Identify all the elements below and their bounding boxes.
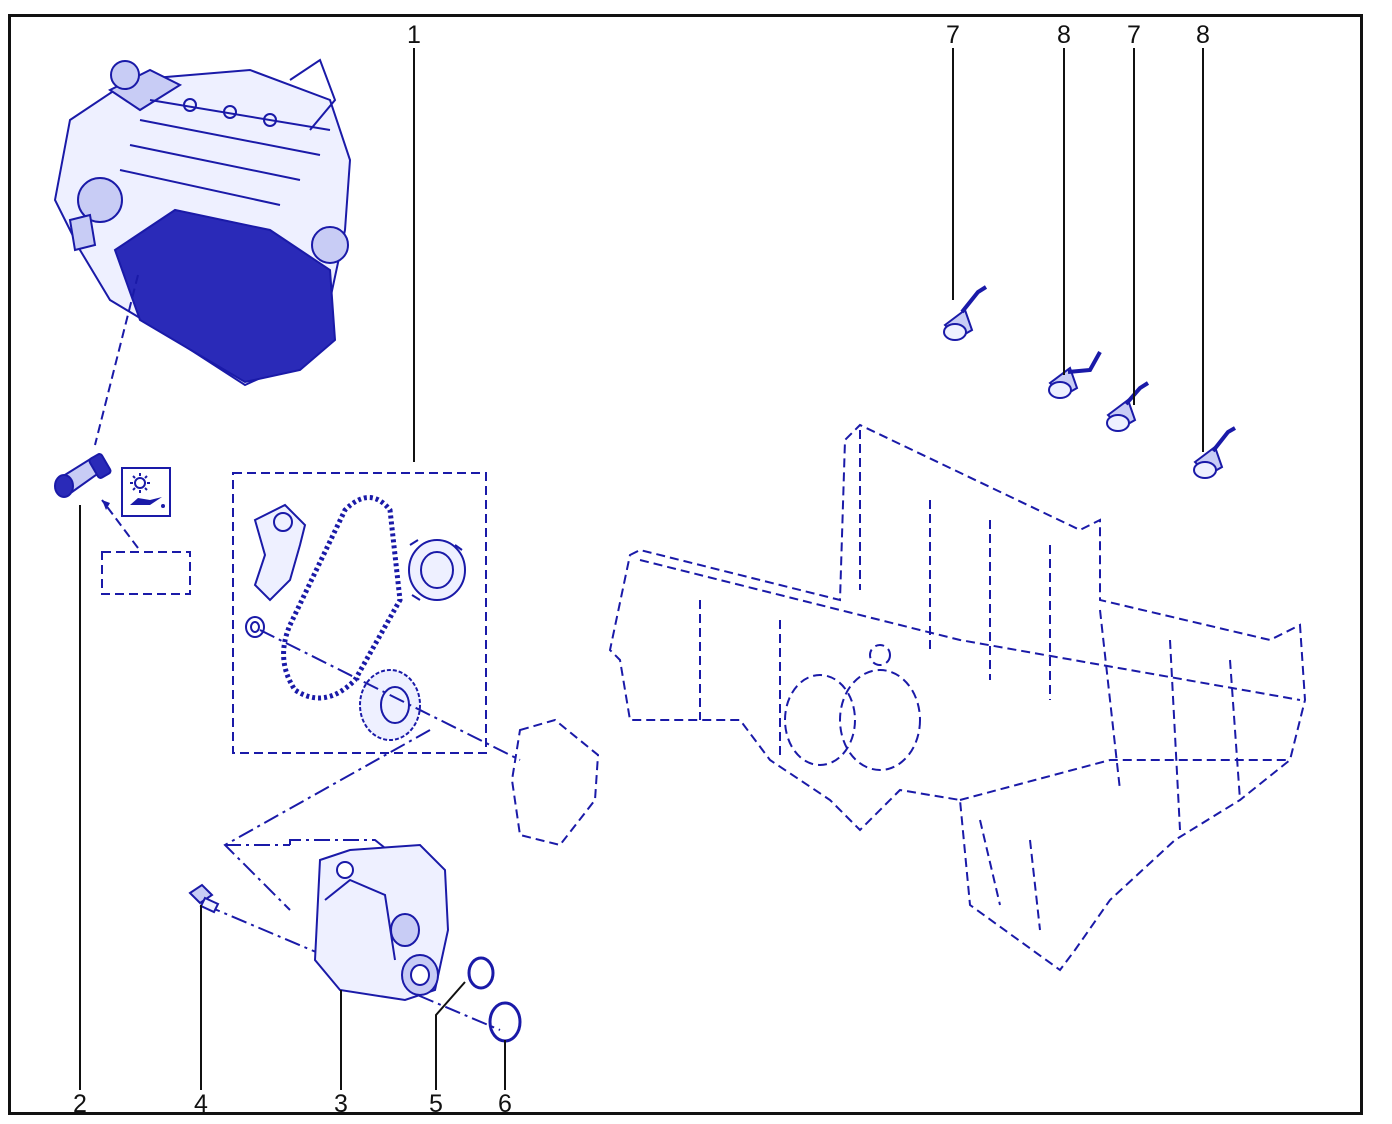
callout-leaders [79, 48, 1204, 1090]
callout-3: 3 [334, 1090, 348, 1118]
leader-5 [435, 981, 466, 1090]
cylinder-block-outline [608, 423, 1307, 972]
o-ring-large [488, 1001, 522, 1043]
bolt [188, 883, 220, 914]
oil-jet-7b [1106, 381, 1150, 432]
oil-pressure-warning-icon [121, 467, 171, 517]
callout-2: 2 [73, 1090, 87, 1118]
o-ring-small [467, 956, 495, 990]
oil-jet-8b [1193, 426, 1236, 479]
oil-pump [313, 843, 450, 1002]
timing-kit-parts [245, 495, 521, 761]
timing-kit-group-box [232, 472, 487, 754]
callout-4: 4 [194, 1090, 208, 1118]
engine-assembly-illustration [53, 58, 352, 387]
callout-7b: 7 [1127, 21, 1141, 49]
callout-8b: 8 [1196, 21, 1210, 49]
callout-7a: 7 [946, 21, 960, 49]
callout-6: 6 [498, 1090, 512, 1118]
callout-1: 1 [407, 21, 421, 49]
callout-8a: 8 [1057, 21, 1071, 49]
oil-pressure-sensor [54, 453, 112, 498]
reference-placeholder-box [101, 551, 191, 595]
oil-jet-7a [943, 285, 988, 341]
timing-cover-outline [510, 718, 600, 847]
oil-jet-8a [1048, 351, 1102, 399]
callout-5: 5 [429, 1090, 443, 1118]
